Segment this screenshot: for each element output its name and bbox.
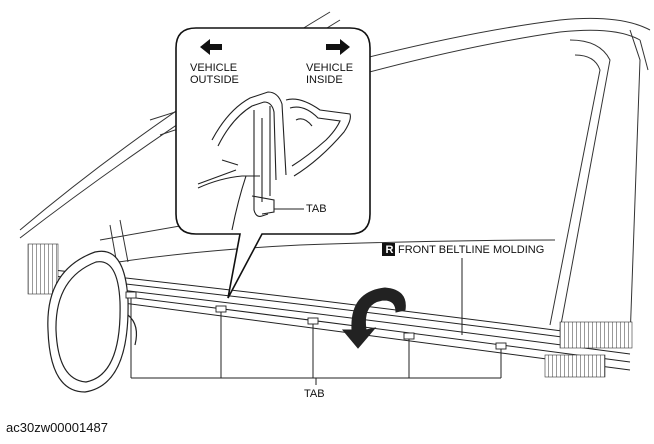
r-badge-bg [382,243,395,256]
part-label: R FRONT BELTLINE MOLDING [383,244,545,256]
vehicle-inside-line1: VEHICLE [306,62,354,74]
tab-clips [125,291,507,350]
vehicle-inside-line2: INSIDE [306,74,343,86]
vehicle-outside-line2: OUTSIDE [190,74,239,86]
figure-code: ac30zw00001487 [6,420,108,435]
bottom-tab-label: TAB [304,388,325,400]
vehicle-inside-label: VEHICLE INSIDE [306,62,353,86]
tab-leader-lines [130,298,502,385]
hatched-end-right-upper [559,321,633,349]
direction-arrow-outside-icon [200,39,222,55]
hatched-end-right-lower [544,354,606,378]
vehicle-outside-line1: VEHICLE [190,62,238,74]
part-label-text: FRONT BELTLINE MOLDING [398,244,545,256]
callout-bubble [175,27,371,299]
part-label-badge: R [385,244,394,256]
hatched-end-left [27,243,59,295]
side-mirror [47,250,138,393]
molding-cross-section [197,91,351,231]
vehicle-outside-label: VEHICLE OUTSIDE [190,62,239,86]
direction-arrow-inside-icon [326,39,350,55]
rotation-arrow [341,287,406,349]
callout-tab-label: TAB [306,203,327,215]
